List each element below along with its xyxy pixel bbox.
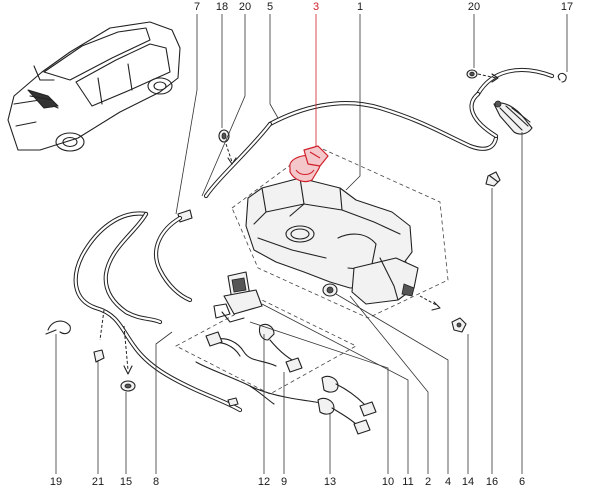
clip-19	[45, 320, 71, 335]
callout-20: 20	[239, 1, 251, 13]
callout-11: 11	[402, 476, 413, 488]
hose-5	[203, 101, 499, 199]
grommet-20b	[466, 69, 478, 79]
rear-washer-nozzle	[493, 100, 533, 135]
clip-21	[93, 349, 105, 363]
callout-1: 1	[357, 1, 363, 13]
hose-8	[73, 211, 243, 413]
grommet-4	[322, 283, 338, 297]
callout-13: 13	[324, 476, 336, 488]
callout-10: 10	[382, 476, 394, 488]
callout-12: 12	[258, 476, 270, 488]
filler-cap-3	[289, 145, 329, 183]
callout-18: 18	[216, 1, 228, 13]
callout-5: 5	[267, 1, 273, 13]
rear-hose-connector	[469, 67, 555, 139]
callout-labels: 7 18 20 5 3 1 20 17 19 21 15 8 12 9 13 1…	[50, 1, 573, 488]
callout-16: 16	[486, 476, 498, 488]
tank-assembly-boundary	[231, 145, 449, 319]
callout-15: 15	[120, 476, 132, 488]
callout-8: 8	[153, 476, 159, 488]
callout-7: 7	[194, 1, 200, 13]
car-locator-thumbnail	[7, 21, 181, 152]
callout-17: 17	[561, 1, 573, 13]
grommet-14	[451, 317, 467, 333]
callout-2: 2	[425, 476, 431, 488]
callout-3: 3	[313, 1, 319, 13]
callout-19: 19	[50, 476, 62, 488]
wiring-boundary	[175, 299, 357, 395]
callout-9: 9	[281, 476, 287, 488]
clip-17	[557, 72, 567, 83]
washer-tank	[245, 177, 419, 305]
wiring-harness	[195, 323, 377, 435]
callout-4: 4	[445, 476, 451, 488]
washer-pump	[213, 271, 263, 323]
grommet-15	[120, 380, 136, 392]
clip-16	[485, 171, 501, 187]
callout-14: 14	[462, 476, 474, 488]
callout-20b: 20	[468, 1, 480, 13]
callout-6: 6	[519, 476, 525, 488]
callout-21: 21	[92, 476, 104, 488]
leader-lines	[55, 14, 568, 474]
